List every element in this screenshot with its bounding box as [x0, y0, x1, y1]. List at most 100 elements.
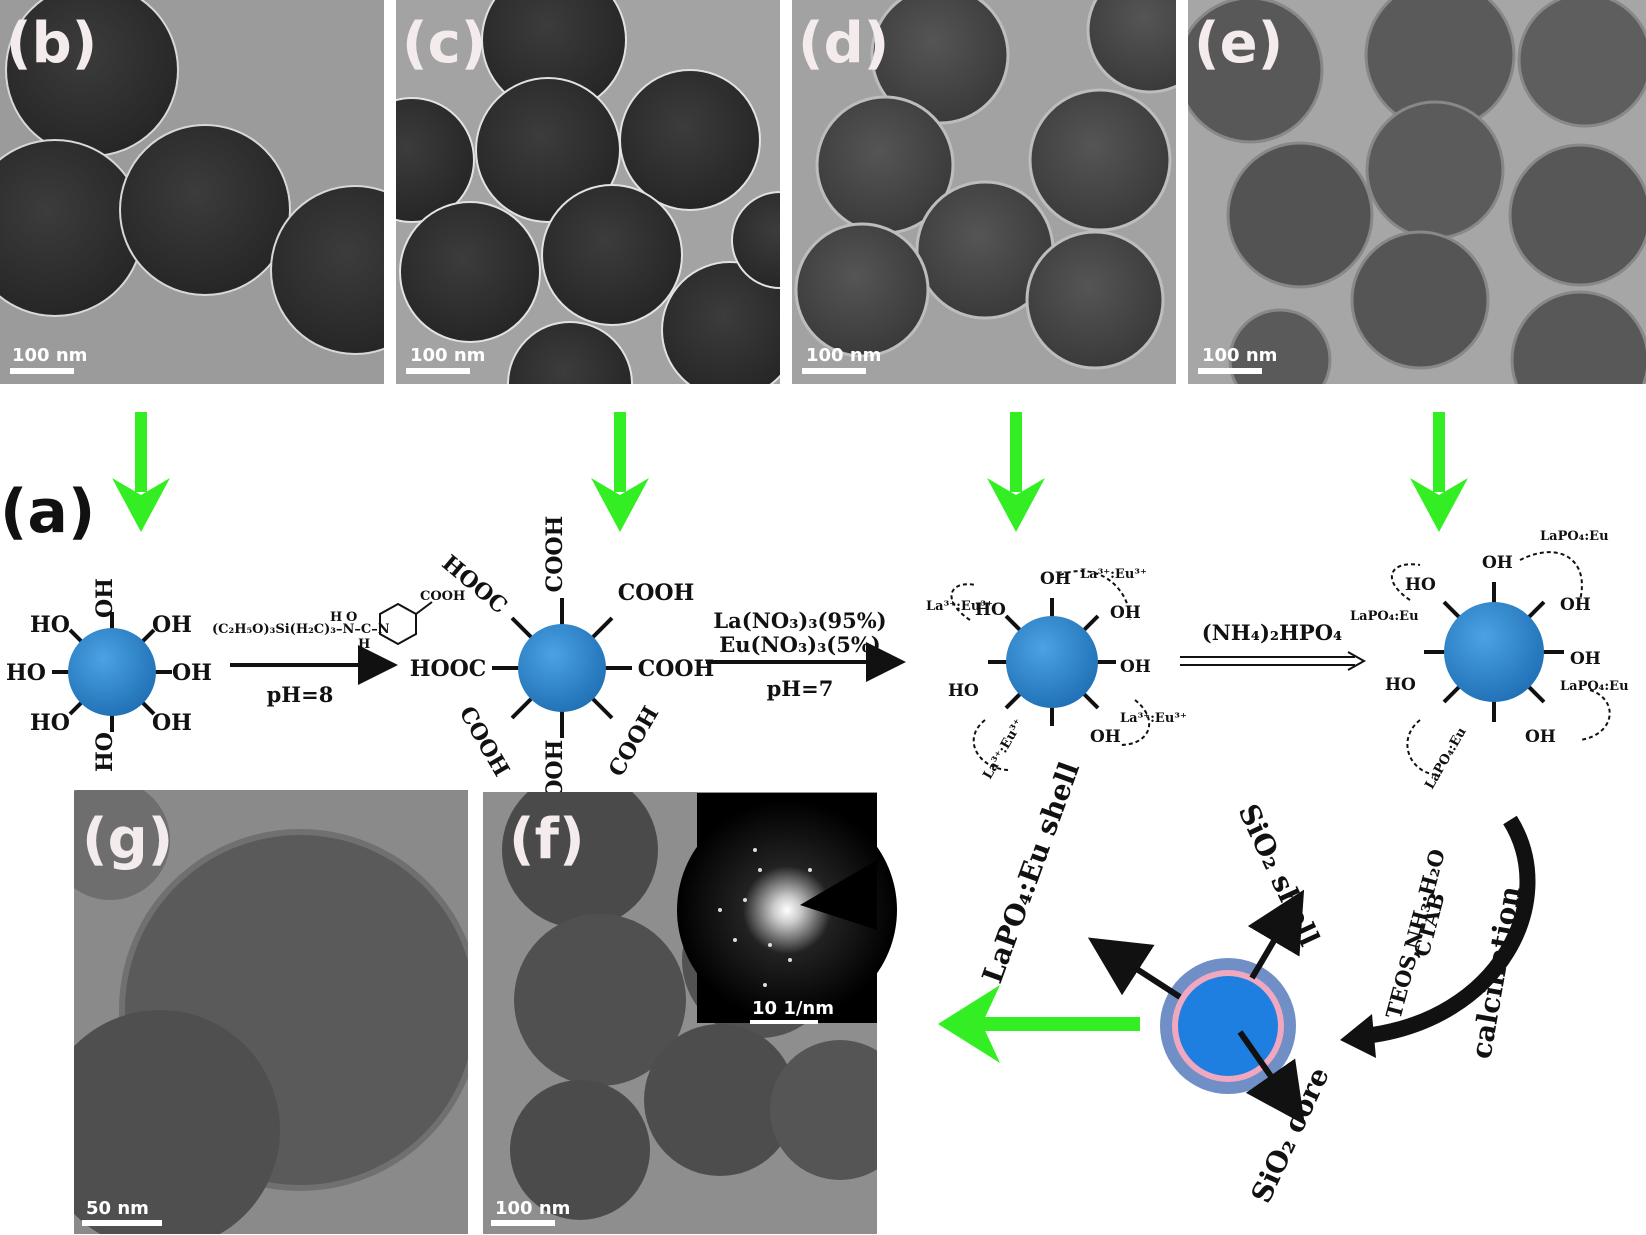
particle — [74, 790, 170, 900]
arrow-sio2-shell — [1247, 889, 1305, 980]
group-label: OH — [152, 612, 192, 638]
particle — [541, 184, 683, 326]
panel-c-scale-label: 100 nm — [410, 345, 485, 366]
saed-scale-label: 10 1/nm — [752, 998, 834, 1019]
panel-d: (d) 100 nm — [792, 0, 1176, 384]
europium-reagent: Eu(NO₃)₃(5%) — [719, 632, 880, 657]
group-label: HO — [30, 710, 70, 736]
reagent-cooh-label: COOH — [420, 589, 465, 604]
particle — [1350, 230, 1490, 370]
group-label: HO — [6, 660, 46, 686]
particle — [1365, 100, 1505, 240]
particle — [399, 201, 541, 343]
group-label: OH — [1560, 595, 1591, 615]
panel-c: (c) 100 nm — [396, 0, 780, 384]
silica-core — [68, 628, 156, 716]
lapo4-label: LaPO₄:Eu — [1540, 529, 1609, 544]
arrow-sio2-core — [1237, 1030, 1305, 1125]
panel-g: (g) 50 nm — [74, 790, 468, 1234]
particle — [794, 222, 930, 358]
particle — [270, 185, 384, 355]
group-label: COOH — [618, 580, 695, 606]
lapo4-label: LaPO₄:Eu — [1560, 679, 1629, 694]
green-down-arrows — [112, 412, 1468, 532]
lapo4-label: LaPO₄:Eu — [1350, 609, 1419, 624]
panel-a-label: (a) — [0, 477, 95, 547]
ion-label: La³⁺:Eu³⁺ — [1120, 711, 1187, 726]
silica-sphere-cooh: COOH COOH COOH COOH COOH COOH HOOC HOOC — [410, 516, 715, 817]
particle — [1510, 290, 1646, 384]
group-label: OH — [1090, 727, 1121, 747]
phosphate-reagent: (NH₄)₂HPO₄ — [1202, 620, 1342, 645]
group-label: OH — [1110, 603, 1141, 623]
lapo4-label: LaPO₄:Eu — [1422, 725, 1469, 792]
particle — [1508, 143, 1646, 287]
green-arrow-left — [938, 985, 1140, 1063]
panel-f-scale-label: 100 nm — [495, 1198, 570, 1219]
group-label: OH — [1570, 649, 1601, 669]
panel-f: 10 1/nm (f) 100 nm — [483, 792, 897, 1234]
arrow-lapo4-shell — [1087, 937, 1182, 1000]
group-label: OH — [1525, 727, 1556, 747]
group-label: OH — [1120, 657, 1151, 677]
group-label: HO — [30, 612, 70, 638]
reagent-h-label: H — [330, 610, 342, 625]
panel-e-label: (e) — [1194, 11, 1283, 76]
particle — [1025, 230, 1165, 370]
silica-core — [518, 624, 606, 712]
particle — [1028, 88, 1172, 232]
lapo4-shell-label: LaPO₄:Eu shell — [976, 758, 1087, 988]
scale-bar — [491, 1220, 555, 1226]
scale-bar — [750, 1020, 818, 1024]
group-label: OH — [172, 660, 212, 686]
particle — [514, 914, 686, 1086]
step1-condition: pH=8 — [267, 682, 334, 707]
particle — [1517, 0, 1646, 128]
particle — [74, 1010, 280, 1234]
group-label: OH — [1040, 569, 1071, 589]
lanthanum-reagent: La(NO₃)₃(95%) — [713, 608, 886, 633]
panel-d-label: (d) — [798, 11, 889, 76]
particle — [661, 261, 780, 384]
scale-bar — [10, 368, 74, 374]
ion-label: La³⁺:Eu³⁺ — [980, 717, 1026, 782]
group-label: OH — [152, 710, 192, 736]
ion-label: La³⁺:Eu³⁺ — [926, 599, 993, 614]
green-arrow-down — [112, 412, 170, 532]
group-label: COOH — [638, 656, 715, 682]
scale-bar — [1198, 368, 1262, 374]
scale-bar — [802, 368, 866, 374]
reaction-arrow-3: (NH₄)₂HPO₄ — [1180, 620, 1367, 671]
panel-c-label: (c) — [402, 11, 486, 76]
panel-e: (e) 100 nm — [1188, 0, 1646, 384]
particle — [1226, 141, 1374, 289]
group-label: HOOC — [437, 550, 512, 619]
reagent-o-label: O — [346, 610, 357, 625]
particle — [644, 1024, 796, 1176]
particle — [619, 69, 761, 211]
silica-core — [1444, 602, 1544, 702]
particle — [731, 191, 780, 289]
group-label: HOOC — [410, 656, 487, 682]
group-label: COOH — [454, 702, 515, 781]
green-arrow-down — [987, 412, 1045, 532]
particle — [396, 97, 475, 223]
silica-sphere-oh: OH OH OH OH HO HO HO HO — [6, 578, 212, 772]
saed-inset: 10 1/nm — [677, 793, 897, 1024]
panel-d-scale-label: 100 nm — [806, 345, 881, 366]
group-label: HO — [975, 600, 1006, 620]
reaction-arrow-2: La(NO₃)₃(95%) Eu(NO₃)₃(5%) pH=7 — [706, 608, 906, 701]
group-label: HO — [948, 681, 979, 701]
group-label: OH — [92, 578, 118, 618]
group-label: HO — [92, 732, 118, 772]
panel-g-label: (g) — [82, 807, 173, 872]
particle — [510, 1080, 650, 1220]
panel-b: (b) 100 nm — [0, 0, 384, 384]
group-label: HO — [1405, 575, 1436, 595]
panel-b-scale-label: 100 nm — [12, 345, 87, 366]
benzene-ring — [379, 601, 433, 646]
silica-sphere-la-eu: OH OH OH OH HO HO La³⁺:Eu³⁺ La³⁺:Eu³⁺ La… — [926, 567, 1187, 782]
curved-arrow-calcination: TEOS,NH₃·H₂O CTAB calcination — [1340, 815, 1536, 1061]
panel-f-label: (f) — [509, 807, 585, 872]
